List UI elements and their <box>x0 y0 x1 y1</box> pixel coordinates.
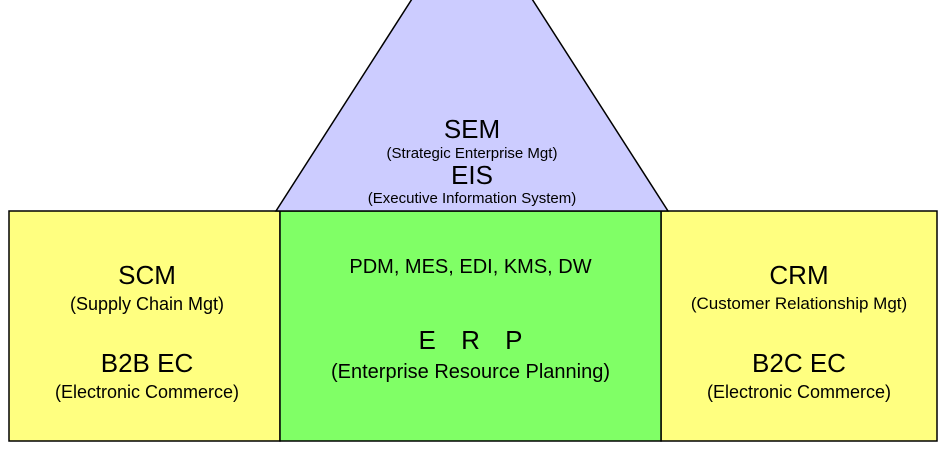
center-erp-subtitle: (Enterprise Resource Planning) <box>330 361 611 383</box>
left-b2b-label: B2B EC <box>100 348 194 378</box>
right-b2c-subtitle: (Electronic Commerce) <box>706 382 892 402</box>
right-crm-subtitle: (Customer Relationship Mgt) <box>690 294 908 313</box>
roof-sem-label: SEM <box>443 114 501 144</box>
left-box <box>8 210 281 442</box>
right-crm-label: CRM <box>769 260 829 290</box>
left-b2b-subtitle: (Electronic Commerce) <box>54 382 240 402</box>
left-scm-subtitle: (Supply Chain Mgt) <box>69 294 225 314</box>
roof-sem-subtitle: (Strategic Enterprise Mgt) <box>386 145 558 162</box>
left-scm-label: SCM <box>118 260 176 290</box>
center-erp-label: E R P <box>418 325 523 355</box>
right-b2c-label: B2C EC <box>752 348 846 378</box>
roof-eis-label: EIS <box>451 160 493 190</box>
roof-eis-subtitle: (Executive Information System) <box>367 190 577 207</box>
right-box <box>660 210 938 442</box>
center-modules-label: PDM, MES, EDI, KMS, DW <box>349 256 592 278</box>
roof-triangle <box>274 0 670 212</box>
